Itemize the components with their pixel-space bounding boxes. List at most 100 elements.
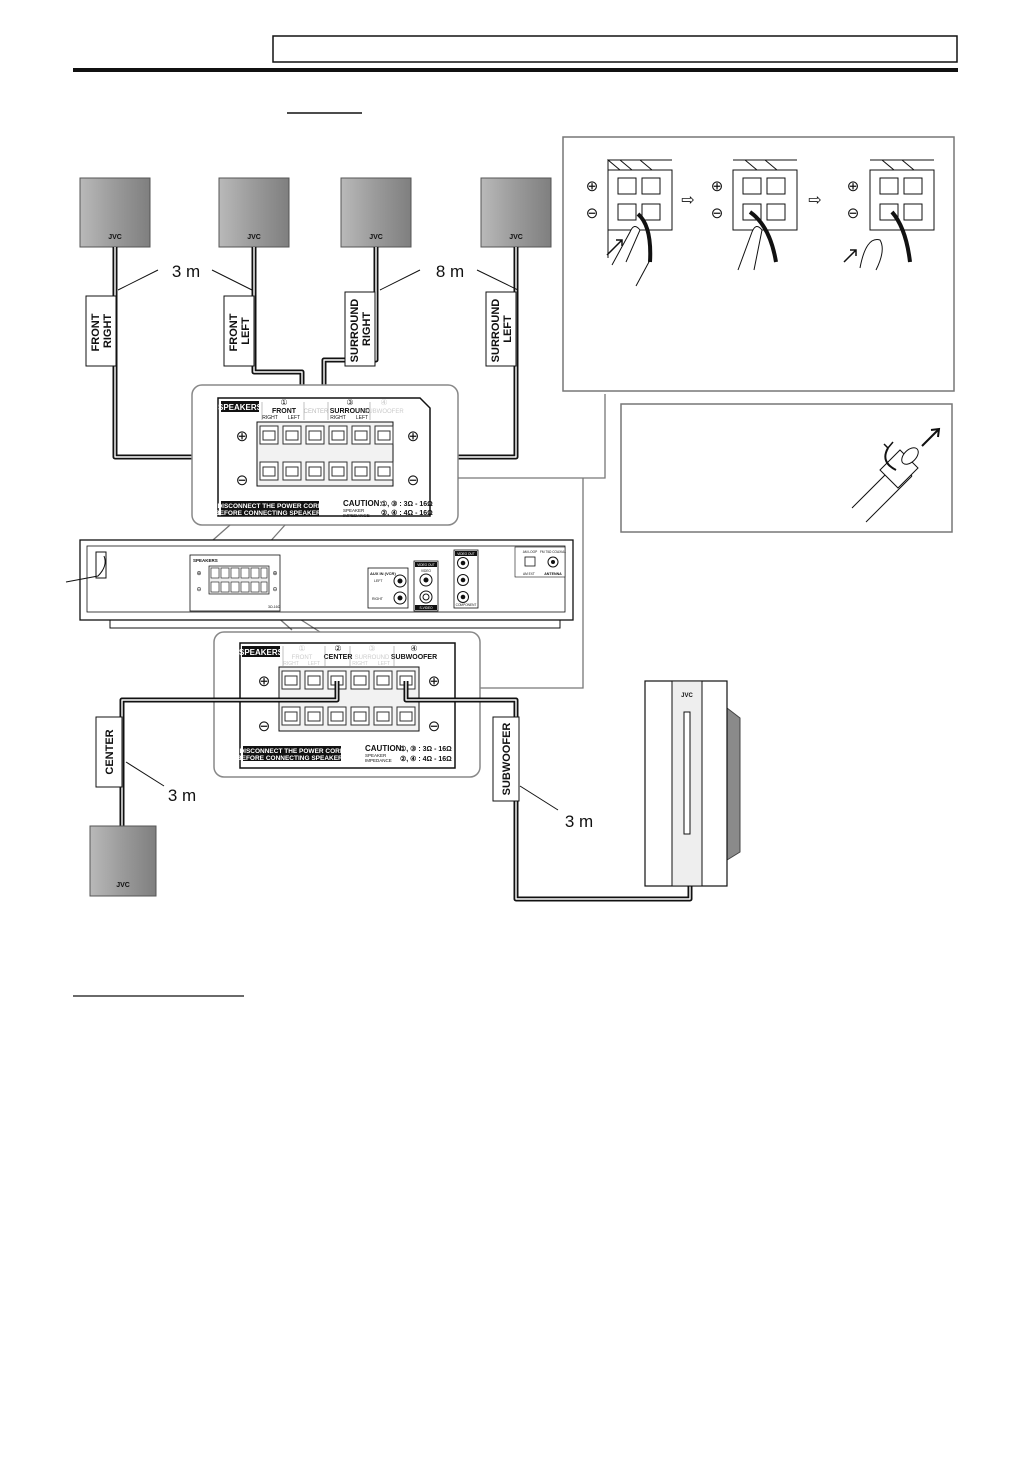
- plus-symbol: ⊕: [258, 673, 271, 690]
- warning-line1: DISCONNECT THE POWER CORD: [239, 748, 344, 755]
- impedance-1: ①, ③ : 3Ω - 16Ω: [400, 745, 452, 753]
- aux-in-label: AUX IN (VCR): [370, 571, 396, 576]
- video-label: VIDEO: [421, 569, 431, 573]
- tag-front-left-line1: FRONT: [228, 313, 240, 351]
- impedance-label: IMPEDANCE: [343, 513, 370, 518]
- svg-text:FRONT RIGHT: FRONT RIGHT: [90, 311, 114, 352]
- cable-length-surround: 8 m: [379, 262, 519, 291]
- minus-symbol: ⊖: [407, 472, 420, 489]
- cable-length-front: 3 m: [117, 262, 253, 291]
- tag-center-text: CENTER: [104, 729, 116, 774]
- ch1-left: LEFT: [308, 661, 320, 667]
- speaker-surround-left: JVC: [480, 177, 552, 248]
- ch1-right: RIGHT: [262, 415, 278, 421]
- minus-symbol: ⊖: [428, 718, 441, 735]
- plus-symbol: ⊕: [711, 178, 724, 195]
- tag-surround-left: SURROUND LEFT: [485, 291, 517, 367]
- plus-symbol: ⊕: [847, 178, 860, 195]
- ch3-right: RIGHT: [330, 415, 346, 421]
- subwoofer-unit: JVC: [644, 680, 741, 887]
- arrow-right-icon: ⇨: [808, 192, 821, 209]
- tag-front-right-line1: FRONT: [90, 313, 102, 351]
- rear-speakers-label: SPEAKERS: [193, 558, 218, 563]
- tag-front-left-line2: LEFT: [240, 317, 252, 345]
- component-label: COMPONENT: [456, 603, 477, 607]
- plus-symbol: ⊕: [236, 428, 249, 445]
- rear-imp: 3Ω-16Ω: [268, 605, 281, 609]
- ch1-num: ①: [280, 398, 287, 407]
- receiver-rear-panel: SPEAKERS ⊕ ⊖ ⊕ ⊖ 3Ω-16Ω AUX IN (VCR) LEF…: [65, 539, 574, 629]
- svg-text:SURROUND RIGHT: SURROUND RIGHT: [349, 296, 373, 363]
- am-ext-label: AM EXT: [523, 572, 535, 576]
- antenna-label: ANTENNA: [544, 572, 562, 576]
- minus-symbol: ⊖: [236, 472, 249, 489]
- tag-surround-left-line2: LEFT: [502, 315, 514, 343]
- tag-subwoofer-text: SUBWOOFER: [501, 723, 513, 796]
- am-loop-label: AM LOOP: [523, 550, 538, 554]
- impedance-label: IMPEDANCE: [365, 758, 392, 763]
- ch3-name: SURROUND: [330, 408, 370, 415]
- minus-symbol: ⊖: [711, 205, 724, 222]
- s-video-label: S-VIDEO: [419, 606, 433, 610]
- aux-right: RIGHT: [372, 597, 384, 601]
- ch3-num: ③: [368, 644, 375, 653]
- panel-title-badge: [221, 401, 259, 412]
- cable-length-subwoofer: 3 m: [519, 785, 593, 831]
- ch2-name: CENTER: [324, 654, 353, 661]
- step-3-terminal: ⊕ ⊖: [843, 159, 935, 271]
- step-2-terminal: ⊕ ⊖: [711, 159, 798, 271]
- speaker-label: SPEAKER: [343, 508, 365, 513]
- warning-line2: BEFORE CONNECTING SPEAKERS: [237, 755, 348, 762]
- ch4-name: SUBWOOFER: [364, 409, 404, 415]
- ch3-right: RIGHT: [352, 661, 368, 667]
- tag-front-right-line2: RIGHT: [102, 314, 114, 349]
- minus-symbol: ⊖: [196, 587, 201, 593]
- speaker-brand: JVC: [247, 234, 261, 241]
- ch3-name: SURROUND: [355, 655, 390, 661]
- minus-symbol: ⊖: [272, 587, 277, 593]
- cable-length-center-text: 3 m: [168, 786, 196, 805]
- ch2-name: CENTER: [304, 409, 329, 415]
- rear-terminal-block: [208, 565, 270, 595]
- component-out-label: VIDEO OUT: [457, 552, 475, 556]
- speaker-label: SPEAKER: [365, 753, 387, 758]
- minus-symbol: ⊖: [586, 205, 599, 222]
- impedance-2: ②, ④ : 4Ω - 16Ω: [381, 509, 433, 517]
- speaker-brand: JVC: [681, 693, 693, 699]
- tag-center: CENTER: [95, 716, 123, 788]
- tag-surround-right: SURROUND RIGHT: [344, 291, 376, 367]
- page-header: [73, 35, 958, 997]
- minus-symbol: ⊖: [258, 718, 271, 735]
- speaker-terminal-panel-bottom: SPEAKERS ① FRONT RIGHT LEFT ② CENTER ③ S…: [213, 631, 481, 778]
- plus-symbol: ⊕: [272, 571, 277, 577]
- panel-title-badge: [242, 646, 280, 657]
- tag-front-right: FRONT RIGHT: [85, 295, 117, 367]
- panel-title: SPEAKERS: [218, 403, 263, 412]
- fm-label: FM 75Ω COAXIAL: [540, 550, 566, 554]
- ch3-left: LEFT: [378, 661, 390, 667]
- ch1-name: FRONT: [292, 655, 313, 661]
- speaker-center: JVC: [89, 825, 157, 897]
- tag-surround-right-line2: RIGHT: [361, 312, 373, 347]
- ch3-left: LEFT: [356, 415, 368, 421]
- header-rule: [73, 68, 958, 72]
- speaker-terminal-panel-top: SPEAKERS ① FRONT RIGHT LEFT CENTER ③ SUR…: [191, 384, 459, 526]
- impedance-1: ①, ③ : 3Ω - 16Ω: [381, 500, 433, 508]
- ch1-name: FRONT: [272, 408, 297, 415]
- tag-front-left: FRONT LEFT: [223, 295, 255, 367]
- inset-wire-twist: [620, 403, 953, 533]
- tag-surround-right-line1: SURROUND: [349, 299, 361, 363]
- arrow-right-icon: ⇨: [681, 192, 694, 209]
- speaker-brand: JVC: [116, 882, 130, 889]
- ch1-right: RIGHT: [283, 661, 299, 667]
- aux-left: LEFT: [374, 579, 383, 583]
- speaker-brand: JVC: [369, 234, 383, 241]
- speaker-surround-right: JVC: [340, 177, 412, 248]
- ch4-num: ④: [410, 644, 417, 653]
- inset-connection-steps: ⊕ ⊖ ⇨ ⊕ ⊖ ⇨ ⊕ ⊖: [562, 136, 955, 392]
- speaker-brand: JVC: [108, 234, 122, 241]
- header-title-box: [272, 35, 958, 63]
- impedance-2: ②, ④ : 4Ω - 16Ω: [400, 755, 452, 763]
- ch4-name: SUBWOOFER: [391, 654, 437, 661]
